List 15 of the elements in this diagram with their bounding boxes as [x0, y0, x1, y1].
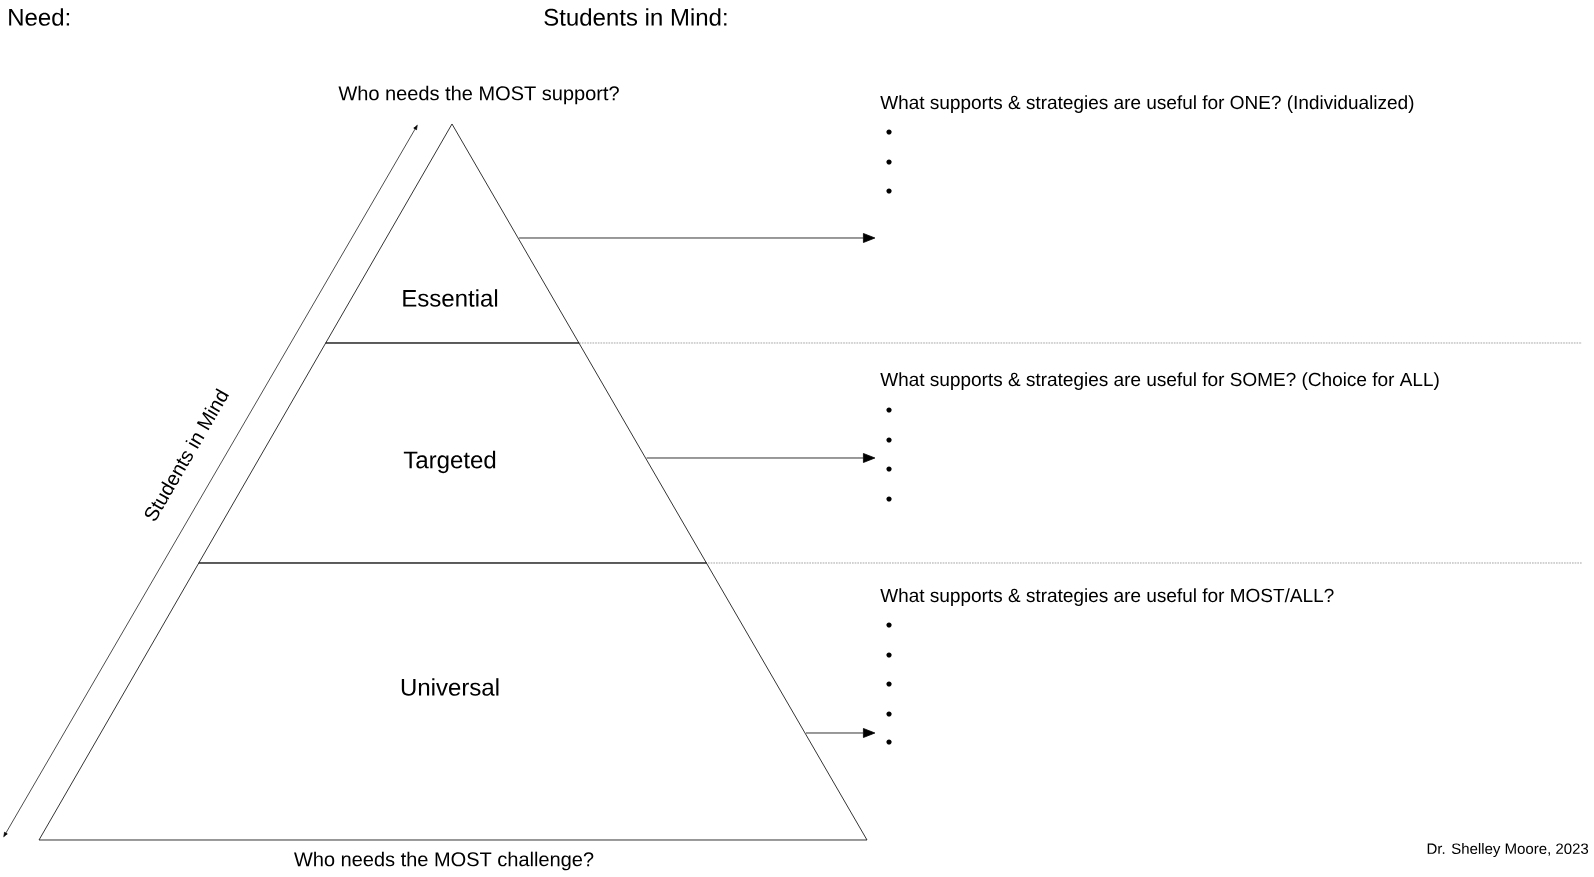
node-label: What supports & strategies are useful for ONE? (Individualized): [880, 95, 1414, 113]
node-label: What supports & strategies are useful for MOST/ALL?: [880, 588, 1334, 606]
bulleted-list: What supports & strategies are useful for ONE? (Individualized): [880, 95, 1414, 194]
node-label: What supports & strategies are useful for SOME? (Choice for ALL): [880, 372, 1439, 390]
arrow: [646, 453, 876, 463]
heading: Students in Mind:: [544, 8, 727, 26]
axis-label: Who needs the MOST support?: [338, 85, 619, 105]
bulleted-list: What supports & strategies are useful for SOME? (Choice for ALL): [880, 372, 1439, 502]
arrow: [518, 233, 876, 243]
bulleted-list: What supports & strategies are useful for MOST/ALL?: [880, 588, 1334, 745]
credit-text: Dr. Shelley Moore, 2023: [1427, 843, 1589, 857]
pyramid-top-triangle: Essential: [325, 123, 580, 344]
pyramid-tier: Universal: [38, 562, 868, 841]
arrow: [805, 728, 876, 738]
heading: Need:: [9, 8, 70, 26]
